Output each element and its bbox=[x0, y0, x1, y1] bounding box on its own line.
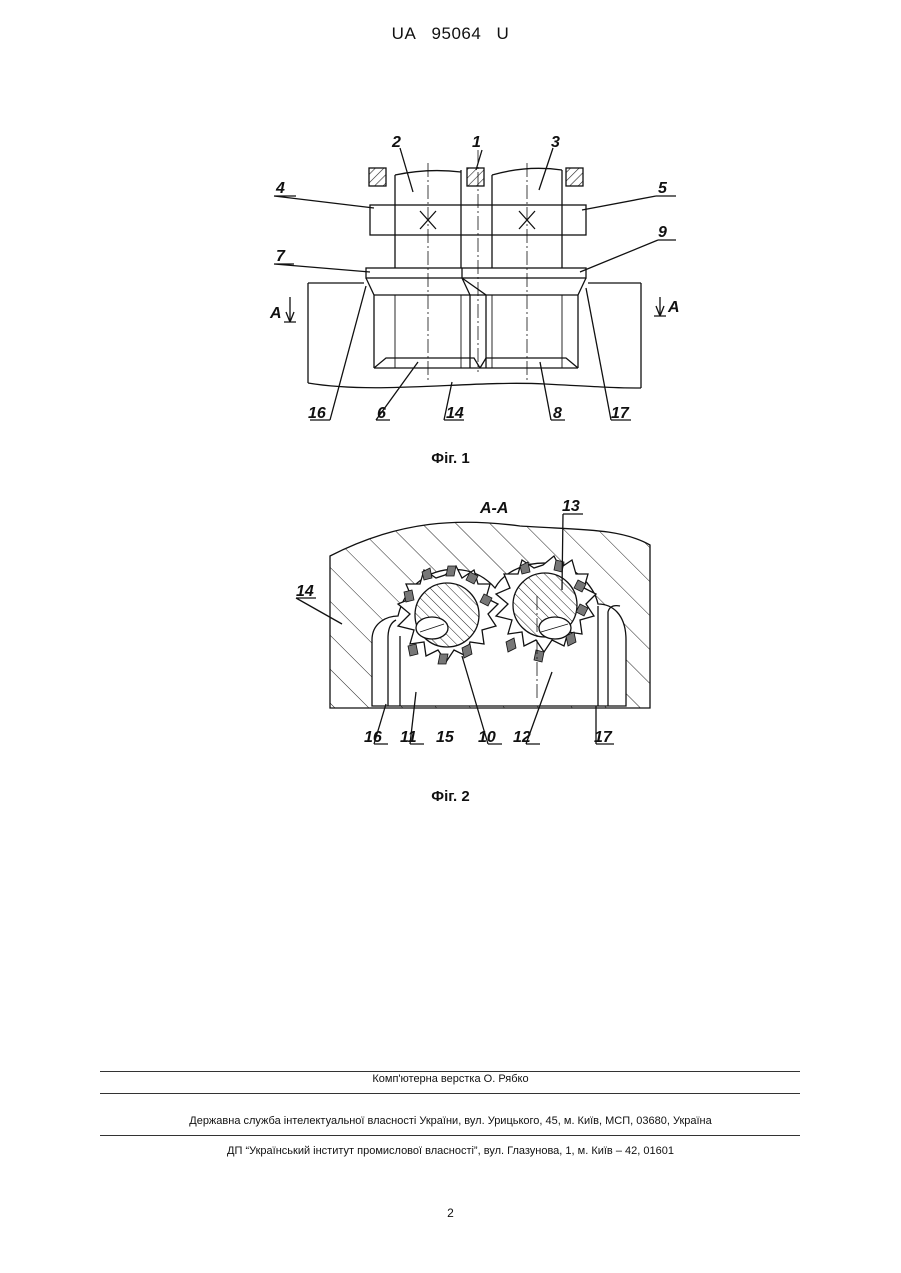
label-17-fig2: 17 bbox=[594, 729, 613, 746]
slot-wall-16 bbox=[388, 620, 400, 706]
agency-address: Державна служба інтелектуальної власност… bbox=[0, 1115, 901, 1127]
label-10: 10 bbox=[478, 729, 496, 746]
label-11: 11 bbox=[400, 729, 417, 746]
layout-credit: Комп'ютерна верстка О. Рябко bbox=[0, 1073, 901, 1085]
label-13: 13 bbox=[562, 498, 580, 515]
footer-rule-bottom bbox=[100, 1135, 800, 1136]
label-15: 15 bbox=[436, 729, 455, 746]
label-12: 12 bbox=[513, 729, 531, 746]
page-number: 2 bbox=[0, 1206, 901, 1220]
section-title-aa: A-A bbox=[479, 500, 508, 517]
figure-2-caption: Фіг. 2 bbox=[0, 788, 901, 805]
label-16-fig2: 16 bbox=[364, 729, 382, 746]
institute-address: ДП “Український інститут промислової вла… bbox=[0, 1145, 901, 1157]
label-14-fig2: 14 bbox=[296, 583, 314, 600]
footer-rule-top bbox=[100, 1071, 800, 1072]
figure-2-drawing: A-A 13 14 16 11 15 10 12 17 bbox=[0, 0, 901, 800]
housing-section-14 bbox=[330, 522, 650, 708]
footer-rule-middle bbox=[100, 1093, 800, 1094]
slot-wall-17 bbox=[598, 606, 620, 706]
